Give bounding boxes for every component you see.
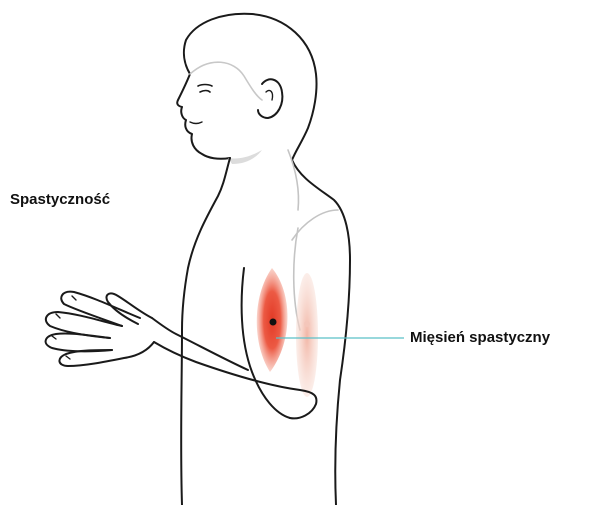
ear-outline	[258, 79, 282, 118]
eye-detail	[198, 85, 212, 93]
thumb-outline	[106, 294, 152, 324]
far-shoulder-line	[288, 150, 338, 240]
mouth-detail	[190, 122, 202, 124]
spastic-muscle-label: Mięsień spastyczny	[410, 330, 550, 345]
forearm-outline	[154, 342, 316, 418]
neck-front-outline	[181, 158, 230, 505]
finger-4-outline	[59, 342, 154, 366]
far-muscle	[296, 273, 318, 397]
head-outline	[177, 14, 316, 160]
ear-inner	[266, 90, 273, 100]
far-muscle-dot	[304, 321, 310, 327]
diagram-title-label: Spastyczność	[10, 192, 110, 207]
jaw-shadow	[228, 150, 262, 164]
finger-3-outline	[46, 333, 112, 351]
hairline	[190, 62, 262, 100]
forearm-top-outline	[152, 318, 248, 370]
muscle-marker-dot	[270, 319, 277, 326]
